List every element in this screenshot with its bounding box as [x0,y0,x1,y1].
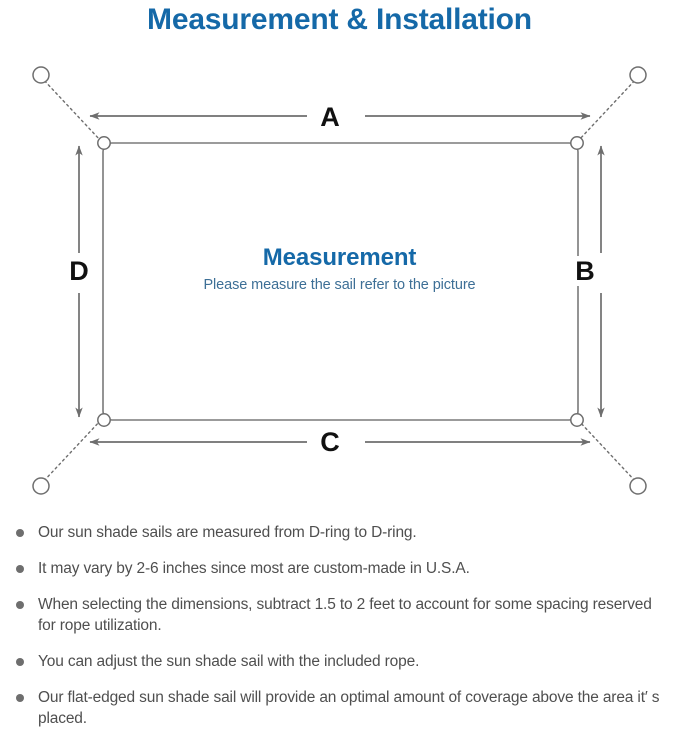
bullet-icon [16,694,24,702]
d-ring-bottom-right-icon [570,413,584,427]
note-text: Our flat-edged sun shade sail will provi… [38,689,660,727]
list-item: When selecting the dimensions, subtract … [10,594,661,636]
bullet-icon [16,601,24,609]
diagram-svg [32,66,647,495]
sun-shade-sail-measurement-diagram: Measurement Please measure the sail refe… [0,48,679,518]
rope-lines [40,76,639,485]
anchor-rings [32,66,647,495]
anchor-top-left-icon [32,66,50,84]
anchor-bottom-left-icon [32,477,50,495]
sail-rectangle [102,142,579,421]
anchor-bottom-right-icon [629,477,647,495]
bullet-icon [16,658,24,666]
rope-top-right [577,76,639,142]
page-title: Measurement & Installation [147,3,532,36]
note-text: Our sun shade sails are measured from D-… [38,524,417,541]
bullet-icon [16,565,24,573]
d-ring-top-right-icon [570,136,584,150]
d-rings [97,136,584,427]
rope-bottom-left [40,419,102,485]
anchor-top-right-icon [629,66,647,84]
rope-top-left [40,76,102,142]
note-text: It may vary by 2-6 inches since most are… [38,560,470,577]
d-ring-top-left-icon [97,136,111,150]
list-item: It may vary by 2-6 inches since most are… [10,558,661,579]
bullet-icon [16,529,24,537]
d-ring-bottom-left-icon [97,413,111,427]
list-item: Our sun shade sails are measured from D-… [10,522,661,543]
notes-list: Our sun shade sails are measured from D-… [0,522,679,729]
rope-bottom-right [577,419,639,485]
note-text: When selecting the dimensions, subtract … [38,596,652,634]
list-item: You can adjust the sun shade sail with t… [10,651,661,672]
list-item: Our flat-edged sun shade sail will provi… [10,687,661,729]
note-text: You can adjust the sun shade sail with t… [38,653,420,670]
